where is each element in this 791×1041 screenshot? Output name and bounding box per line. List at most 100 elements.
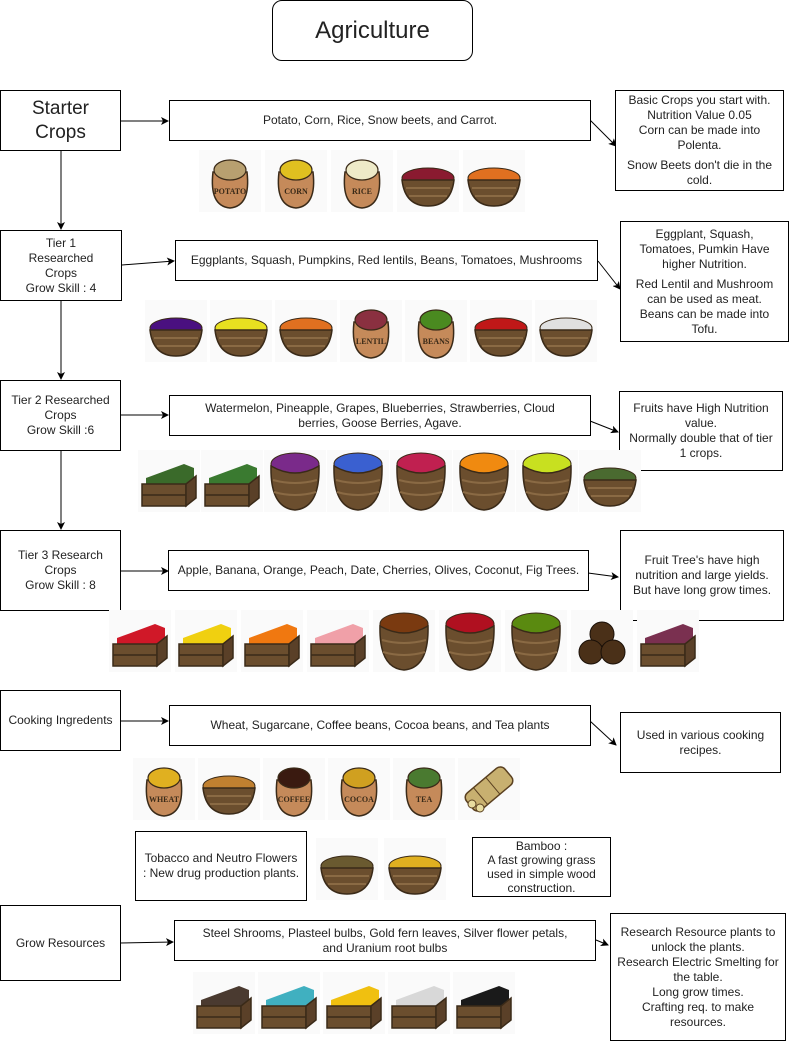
- title-text: Agriculture: [315, 17, 430, 44]
- grapes-icon: [264, 450, 326, 512]
- tier1-notes: Eggplant, Squash, Tomatoes, Pumkin Have …: [620, 221, 789, 342]
- tier1-label: Researched: [28, 250, 94, 265]
- bamboo-desc: A fast growing grass used in simple wood…: [487, 853, 596, 895]
- cooking-crops-text: Wheat, Sugarcane, Coffee beans, Cocoa be…: [210, 718, 550, 732]
- resources-notes: Research Resource plants to unlock the p…: [610, 913, 786, 1041]
- page-title: Agriculture: [272, 0, 473, 61]
- cooking-icons: WHEAT COFFEE COCOA TEA: [133, 758, 520, 820]
- sugarcane-icon: [198, 758, 260, 820]
- snow-beets-icon: [397, 150, 459, 212]
- lentil-icon: LENTIL: [340, 300, 402, 362]
- tier2-crops-text: Watermelon, Pineapple, Grapes, Blueberri…: [205, 400, 555, 430]
- note-line: Red Lentil and Mushroom can be used as m…: [635, 276, 774, 306]
- tier1-crops-text: Eggplants, Squash, Pumpkins, Red lentils…: [190, 253, 583, 267]
- tier2-icons: [138, 450, 641, 512]
- tobacco-icons: [316, 838, 446, 900]
- cooking-notes: Used in various cooking recipes.: [620, 712, 781, 773]
- apple-icon: [109, 610, 171, 672]
- note-line: Basic Crops you start with. Nutrition Va…: [628, 93, 771, 122]
- tier2-crops-list[interactable]: Watermelon, Pineapple, Grapes, Blueberri…: [169, 395, 591, 436]
- tomato-icon: [470, 300, 532, 362]
- starter-crops-list[interactable]: Potato, Corn, Rice, Snow beets, and Carr…: [169, 100, 591, 141]
- tier1-grow-skill: Grow Skill : 4: [25, 280, 97, 295]
- tier2-label: Crops: [44, 408, 77, 422]
- resources-crops-list[interactable]: Steel Shrooms, Plasteel bulbs, Gold fern…: [174, 920, 596, 961]
- tier3-crops-list[interactable]: Apple, Banana, Orange, Peach, Date, Cher…: [168, 550, 589, 591]
- svg-text:TEA: TEA: [416, 795, 433, 804]
- note-line: Beans can be made into Tofu.: [639, 306, 770, 336]
- bamboo-icon: [458, 758, 520, 820]
- note-line: Normally double that of tier 1 crops.: [629, 431, 773, 460]
- starter-crops-node[interactable]: Starter Crops: [0, 90, 121, 151]
- resources-crops-text: Steel Shrooms, Plasteel bulbs, Gold fern…: [202, 925, 568, 955]
- cherries-icon: [439, 610, 501, 672]
- svg-text:COFFEE: COFFEE: [278, 795, 310, 804]
- olives-icon: [505, 610, 567, 672]
- tobacco-icon: [316, 838, 378, 900]
- fig-icon: [637, 610, 699, 672]
- tier1-crops-list[interactable]: Eggplants, Squash, Pumpkins, Red lentils…: [175, 240, 598, 281]
- tier2-node[interactable]: Tier 2 Researched Crops Grow Skill :6: [0, 380, 121, 451]
- note-line: Corn can be made into Polenta.: [638, 123, 761, 152]
- starter-icons: POTATO CORN RICE: [199, 150, 525, 212]
- eggplant-icon: [145, 300, 207, 362]
- bamboo-note: Bamboo : A fast growing grass used in si…: [472, 837, 611, 897]
- svg-text:LENTIL: LENTIL: [356, 337, 386, 346]
- tier3-label: Crops: [44, 563, 77, 577]
- svg-text:POTATO: POTATO: [214, 187, 246, 196]
- tier1-icons: LENTIL BEANS: [145, 300, 597, 362]
- pineapple-icon: [201, 450, 263, 512]
- tier3-grow-skill: Grow Skill : 8: [25, 578, 96, 592]
- note-line: Crafting req. to make resources.: [641, 999, 755, 1029]
- date-icon: [373, 610, 435, 672]
- gooseberries-icon: [516, 450, 578, 512]
- watermelon-icon: [138, 450, 200, 512]
- mushroom-icon: [535, 300, 597, 362]
- tier2-label: Tier 2 Researched: [11, 393, 110, 407]
- tobacco-note-text: Tobacco and Neutro Flowers : New drug pr…: [142, 851, 300, 880]
- note-line: Research Electric Smelting for the table…: [617, 954, 779, 984]
- tier2-notes: Fruits have High Nutrition value. Normal…: [619, 391, 783, 471]
- svg-text:BEANS: BEANS: [423, 337, 450, 346]
- svg-text:RICE: RICE: [352, 187, 372, 196]
- svg-text:CORN: CORN: [284, 187, 308, 196]
- starter-label: Starter Crops: [31, 97, 90, 143]
- strawberries-icon: [390, 450, 452, 512]
- bamboo-title: Bamboo :: [515, 839, 568, 853]
- tier3-crops-text: Apple, Banana, Orange, Peach, Date, Cher…: [177, 563, 580, 577]
- starter-notes: Basic Crops you start with. Nutrition Va…: [615, 90, 784, 191]
- note-line: Long grow times.: [652, 984, 744, 999]
- blueberries-icon: [327, 450, 389, 512]
- beans-icon: BEANS: [405, 300, 467, 362]
- coffee-icon: COFFEE: [263, 758, 325, 820]
- note-line: Fruit Tree's have high nutrition and lar…: [632, 553, 772, 597]
- cocoa-icon: COCOA: [328, 758, 390, 820]
- svg-text:WHEAT: WHEAT: [149, 795, 180, 804]
- note-line: Fruits have High Nutrition value.: [633, 401, 769, 430]
- starter-crops-text: Potato, Corn, Rice, Snow beets, and Carr…: [262, 113, 498, 127]
- tier3-icons: [109, 610, 699, 672]
- grow-resources-node[interactable]: Grow Resources: [0, 905, 121, 981]
- peach-icon: [307, 610, 369, 672]
- tier3-node[interactable]: Tier 3 Research Crops Grow Skill : 8: [0, 530, 121, 611]
- tea-icon: TEA: [393, 758, 455, 820]
- coconut-icon: [571, 610, 633, 672]
- carrot-icon: [463, 150, 525, 212]
- tier2-grow-skill: Grow Skill :6: [26, 423, 95, 437]
- tier1-label: Crops: [44, 265, 77, 280]
- uranium-bulbs-icon: [453, 972, 515, 1034]
- orange-icon: [241, 610, 303, 672]
- squash-icon: [210, 300, 272, 362]
- banana-icon: [175, 610, 237, 672]
- corn-icon: CORN: [265, 150, 327, 212]
- tier1-label: Tier 1: [45, 235, 77, 250]
- neutro-flowers-icon: [384, 838, 446, 900]
- silver-petals-icon: [388, 972, 450, 1034]
- tier1-node[interactable]: Tier 1 Researched Crops Grow Skill : 4: [0, 230, 122, 301]
- cooking-node[interactable]: Cooking Ingredents: [0, 690, 121, 751]
- resources-label: Grow Resources: [15, 935, 106, 950]
- resources-icons: [193, 972, 515, 1034]
- tier3-notes: Fruit Tree's have high nutrition and lar…: [620, 530, 784, 621]
- cooking-crops-list[interactable]: Wheat, Sugarcane, Coffee beans, Cocoa be…: [169, 705, 591, 746]
- potato-icon: POTATO: [199, 150, 261, 212]
